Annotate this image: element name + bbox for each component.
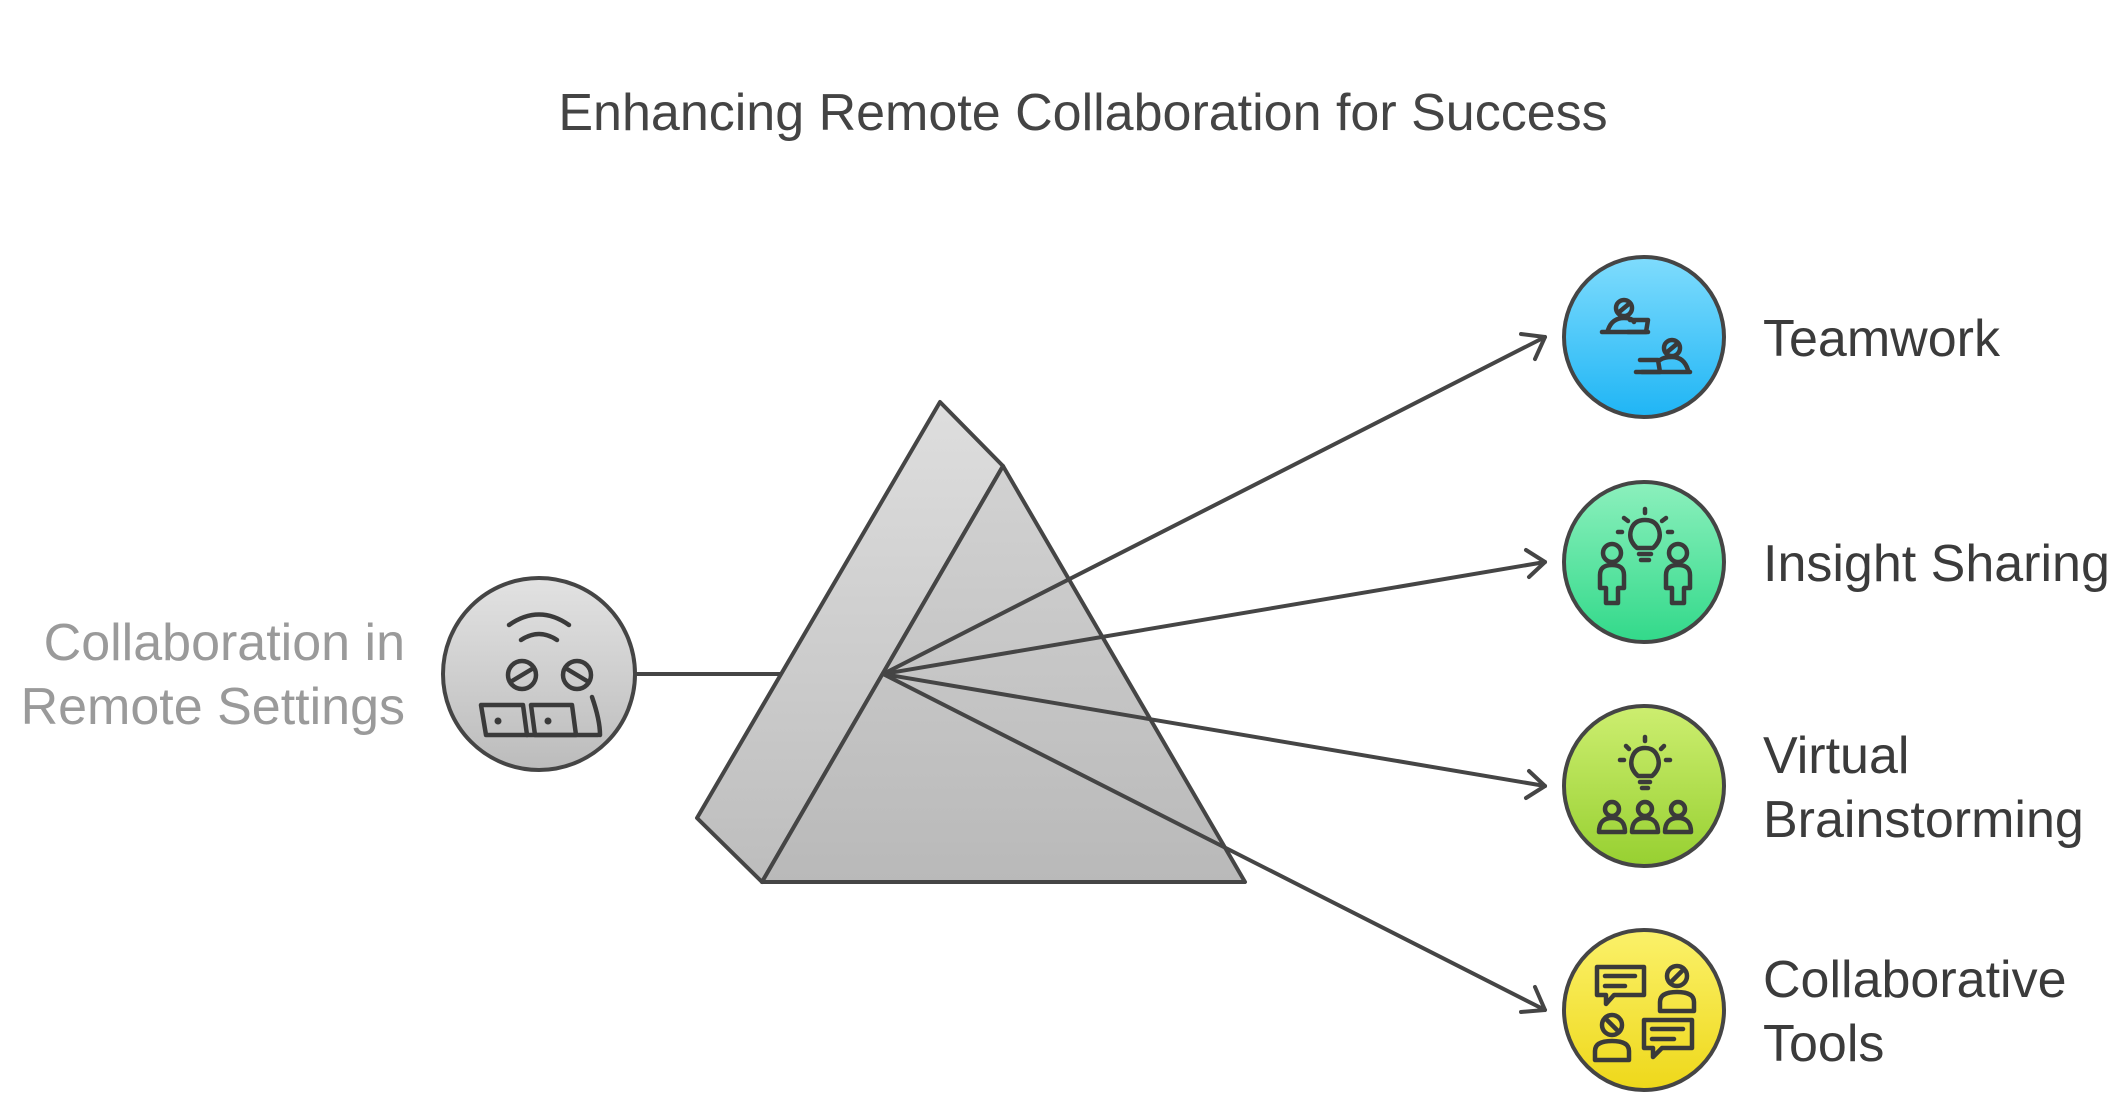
source-node: [441, 576, 637, 772]
beam-insight-sharing: [881, 560, 1547, 676]
arrowheads: [1519, 332, 1547, 1014]
output-node-insight-sharing: Insight Sharing: [1562, 480, 2110, 644]
beam-teamwork: [881, 335, 1547, 676]
output-label-virtual-line1: Virtual: [1763, 727, 1909, 785]
output-label-tools-line2: Tools: [1763, 1015, 1884, 1073]
arrowhead-teamwork: [1519, 332, 1547, 361]
output-beams: [881, 335, 1547, 1012]
diagram-title: Enhancing Remote Collaboration for Succe…: [558, 84, 1607, 142]
arrowhead-collaborative-tools: [1519, 985, 1547, 1014]
output-label-virtual-line2: Brainstorming: [1763, 791, 2084, 849]
source-label-line1: Collaboration in: [44, 614, 405, 672]
output-node-teamwork: Teamwork: [1562, 255, 2001, 419]
output-label-insight-sharing: Insight Sharing: [1763, 535, 2110, 593]
remote-collaboration-icon: [478, 612, 603, 738]
output-node-virtual-brainstorming: Virtual Brainstorming: [1562, 704, 2084, 868]
prism: [695, 400, 1247, 884]
output-label-teamwork: Teamwork: [1763, 310, 2001, 368]
arrowhead-insight-sharing: [1524, 548, 1547, 579]
collaborative-tools-icon: [1592, 963, 1697, 1063]
virtual-brainstorming-icon: [1596, 734, 1694, 835]
output-node-collaborative-tools: Collaborative Tools: [1562, 928, 2067, 1092]
output-label-tools-line1: Collaborative: [1763, 951, 2067, 1009]
teamwork-icon: [1599, 297, 1693, 375]
insight-sharing-icon: [1597, 506, 1693, 606]
beam-collaborative-tools: [881, 672, 1547, 1012]
beam-virtual-brainstorming: [881, 672, 1547, 788]
source-label-line2: Remote Settings: [21, 678, 405, 736]
arrowhead-virtual-brainstorming: [1524, 769, 1547, 800]
